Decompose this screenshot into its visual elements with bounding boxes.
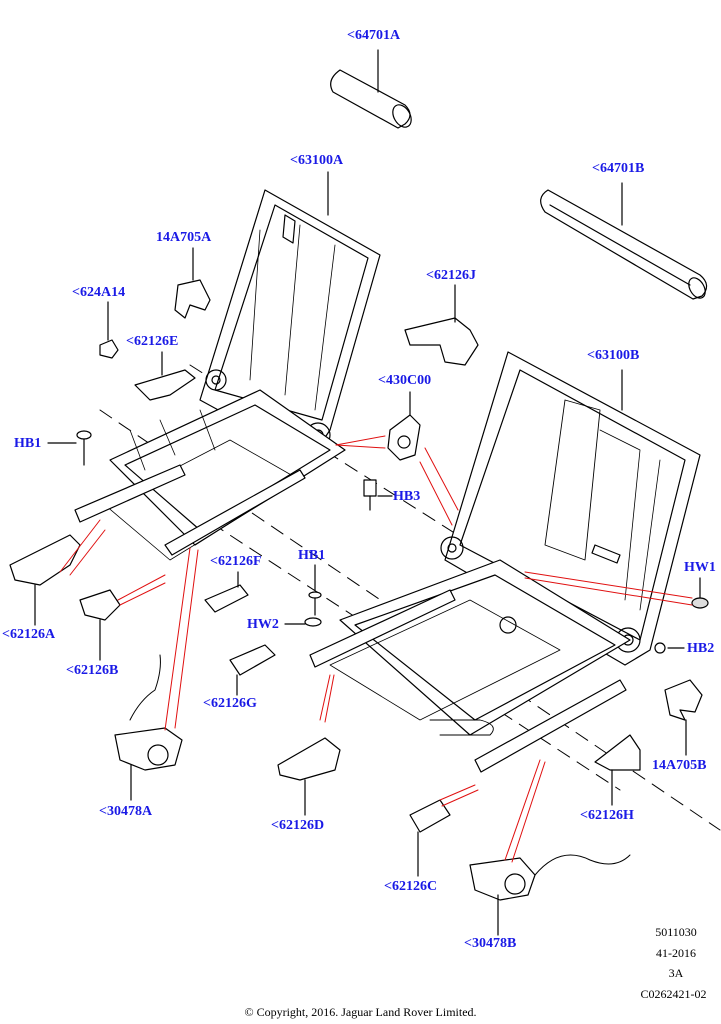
- callout-HB3[interactable]: HB3: [393, 489, 421, 504]
- callout-62126E[interactable]: <62126E: [126, 334, 179, 349]
- part-30478A-motor: [114, 654, 183, 801]
- callout-HB1-center[interactable]: HB1: [298, 548, 326, 563]
- part-64701B-tube: [540, 182, 708, 300]
- part-HB2-bolt: [654, 642, 685, 654]
- drawing-ref-date: 41-2016: [656, 946, 696, 960]
- callout-62126A[interactable]: <62126A: [2, 627, 56, 642]
- callout-624A14[interactable]: <624A14: [72, 285, 126, 300]
- callout-64701A[interactable]: <64701A: [347, 28, 401, 43]
- part-62126J-cover: [404, 284, 479, 366]
- part-30478B-motor: [469, 854, 631, 936]
- red-leader-lines: [59, 435, 693, 863]
- part-62126D-cover: [277, 737, 341, 816]
- callout-62126J[interactable]: <62126J: [426, 268, 476, 283]
- part-64701A-tube: [330, 49, 412, 129]
- callout-HW2[interactable]: HW2: [247, 617, 279, 632]
- callout-HW1[interactable]: HW1: [684, 560, 716, 575]
- callout-HB1-left[interactable]: HB1: [14, 436, 42, 451]
- seat-base-frame-left: [74, 389, 346, 561]
- callout-63100A[interactable]: <63100A: [290, 153, 344, 168]
- part-62126C-cover: [409, 799, 451, 877]
- part-14A705A-bracket: [174, 247, 211, 319]
- callout-430C00[interactable]: <430C00: [378, 373, 432, 388]
- callout-62126F[interactable]: <62126F: [210, 554, 262, 569]
- part-HW2-washer: [284, 617, 322, 627]
- part-HB1-bolt-a: [47, 430, 92, 466]
- callout-62126H[interactable]: <62126H: [580, 808, 634, 823]
- copyright-notice: © Copyright, 2016. Jaguar Land Rover Lim…: [244, 1005, 477, 1019]
- callout-62126D[interactable]: <62126D: [271, 818, 325, 833]
- callout-30478A[interactable]: <30478A: [99, 804, 153, 819]
- callout-62126C[interactable]: <62126C: [384, 879, 438, 894]
- part-62126B-cover: [79, 589, 121, 661]
- part-62126F-cover: [204, 571, 249, 613]
- part-14A705B-bracket: [664, 679, 703, 756]
- callout-14A705A[interactable]: 14A705A: [156, 230, 212, 245]
- drawing-ref-code: C0262421-02: [640, 987, 707, 1001]
- callout-HB2[interactable]: HB2: [687, 641, 715, 656]
- part-HB1-bolt-b: [308, 564, 322, 616]
- callout-14A705B[interactable]: 14A705B: [652, 758, 707, 773]
- callout-62126B[interactable]: <62126B: [66, 663, 119, 678]
- callout-63100B[interactable]: <63100B: [587, 348, 640, 363]
- seat-base-frame-right: [309, 559, 631, 773]
- part-62126G-cover: [229, 644, 276, 696]
- part-HW1-washer: [691, 577, 709, 609]
- part-430C00-recliner: [387, 391, 421, 461]
- part-63100A-backrest-frame-left: [199, 171, 381, 461]
- part-62126E-cover: [134, 351, 196, 401]
- drawing-ref-number: 5011030: [655, 925, 697, 939]
- part-HB3-bolt: [363, 479, 393, 511]
- part-624A14-clip: [99, 301, 119, 359]
- part-62126H-cover: [594, 734, 641, 806]
- part-62126A-cover: [9, 534, 81, 626]
- drawing-ref-revision: 3A: [668, 966, 684, 980]
- callout-30478B[interactable]: <30478B: [464, 936, 517, 951]
- callout-64701B[interactable]: <64701B: [592, 161, 645, 176]
- callout-62126G[interactable]: <62126G: [203, 696, 257, 711]
